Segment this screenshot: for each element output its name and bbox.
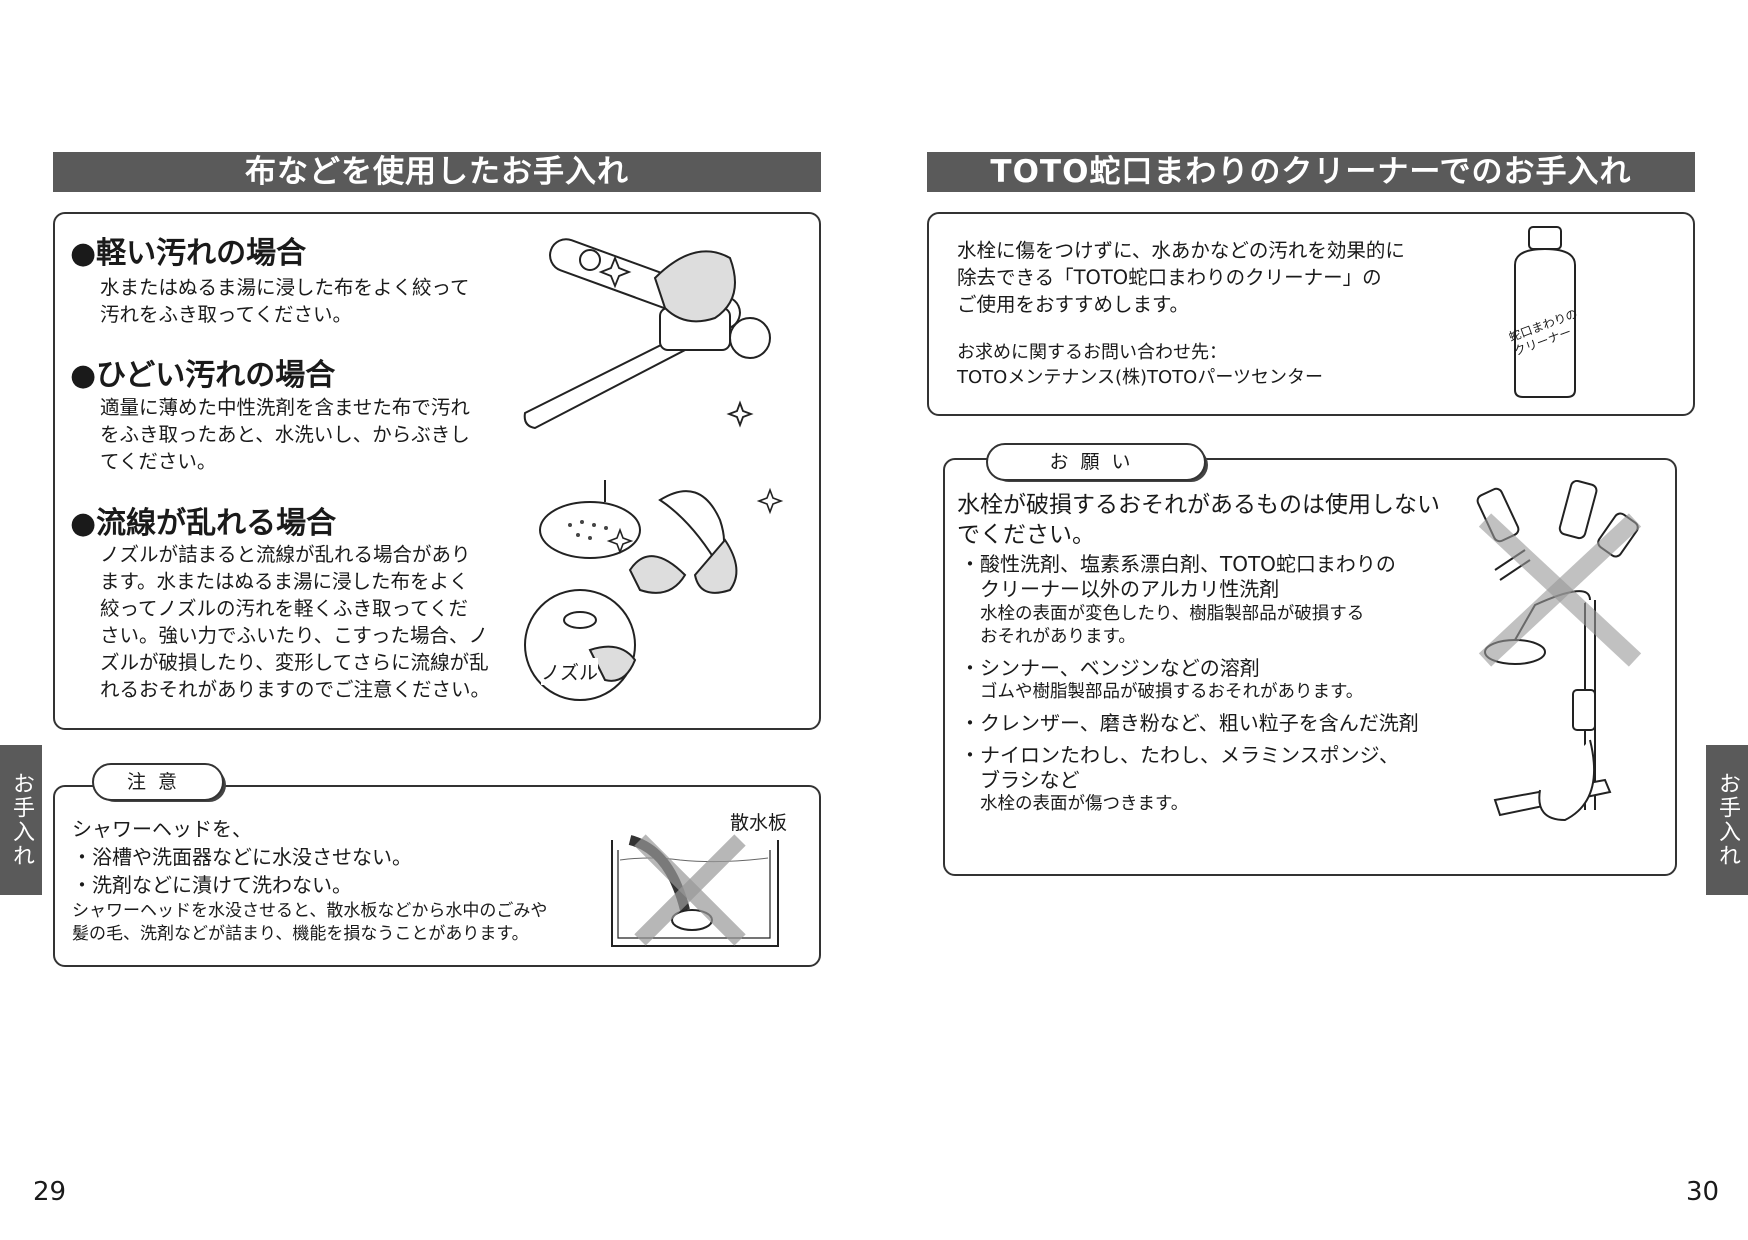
contact-info: お求めに関するお問い合わせ先：TOTOメンテナンス(株)TOTOパーツセンター (957, 342, 1323, 388)
flow-disturbed-title: ●流線が乱れる場合 (70, 506, 337, 541)
page-number-right: 30 (1686, 1177, 1720, 1207)
caution-note: シャワーヘッドを水没させると、散水板などから水中のごみや髪の毛、洗剤などが詰まり… (72, 901, 548, 944)
light-dirt-title: ●軽い汚れの場合 (70, 236, 307, 271)
shower-system-illustration (1476, 480, 1642, 822)
heavy-dirt-title: ●ひどい汚れの場合 (70, 358, 336, 393)
request-item-4-note: 水栓の表面が傷つきます。 (980, 794, 1189, 814)
shower-head-illustration (524, 480, 784, 701)
left-section-header: 布などを使用したお手入れ (53, 152, 821, 192)
light-dirt-text: 水またはぬるま湯に浸した布をよく絞って汚れをふき取ってください。 (100, 276, 470, 326)
heavy-dirt-text: 適量に薄めた中性洗剤を含ませた布で汚れをふき取ったあと、水洗いし、からぶきしてく… (100, 396, 470, 473)
caution-label: 注意 (92, 763, 224, 801)
flow-disturbed-text: ノズルが詰まると流線が乱れる場合があります。水またはぬるま湯に浸した布をよく絞っ… (100, 543, 491, 701)
side-tab-left[interactable]: お手入れ (0, 745, 42, 895)
request-item-2-note: ゴムや樹脂製部品が破損するおそれがあります。 (980, 682, 1364, 702)
cleaner-bottle-illustration (1514, 226, 1576, 398)
right-section-header: TOTO蛇口まわりのクリーナーでのお手入れ (927, 152, 1695, 192)
request-item-1-note: 水栓の表面が変色したり、樹脂製部品が破損するおそれがあります。 (980, 604, 1365, 647)
spray-plate-label: 散水板 (730, 812, 788, 834)
request-item-2: ・シンナー、ベンジンなどの溶剤 (960, 656, 1260, 680)
page-number-left: 29 (33, 1177, 67, 1207)
request-title: 水栓が破損するおそれがあるものは使用しないでください。 (957, 492, 1440, 548)
cleaner-intro: 水栓に傷をつけずに、水あかなどの汚れを効果的に除去できる「TOTO蛇口まわりのク… (957, 239, 1405, 316)
caution-text: シャワーヘッドを、・浴槽や洗面器などに水没させない。・洗剤などに漬けて洗わない。 (72, 817, 412, 897)
request-item-1: ・酸性洗剤、塩素系漂白剤、TOTO蛇口まわりの クリーナー以外のアルカリ性洗剤 (960, 552, 1396, 601)
submerged-shower-illustration (611, 834, 779, 947)
nozzle-label: ノズル (541, 658, 599, 685)
request-item-4: ・ナイロンたわし、たわし、メラミンスポンジ、 ブラシなど (960, 743, 1399, 792)
faucet-wiping-illustration (523, 238, 771, 430)
request-item-3: ・クレンザー、磨き粉など、粗い粒子を含んだ洗剤 (960, 711, 1419, 735)
request-label: お願い (986, 443, 1206, 481)
side-tab-right[interactable]: お手入れ (1706, 745, 1748, 895)
